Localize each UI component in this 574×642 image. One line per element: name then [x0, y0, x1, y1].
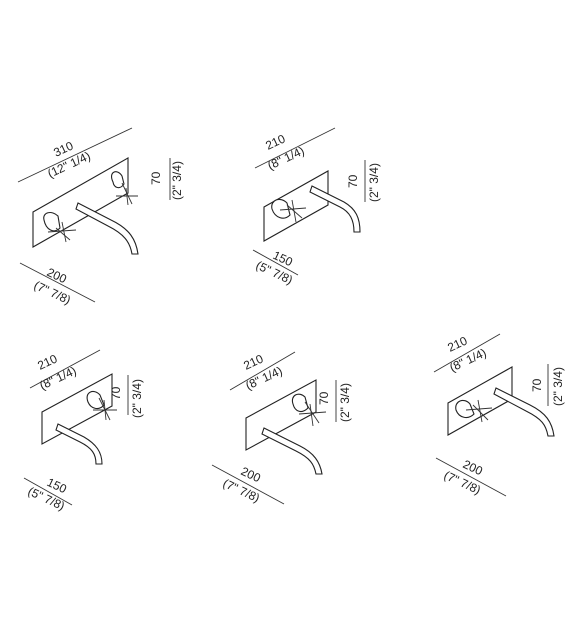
cross-handle-icon — [291, 393, 327, 427]
width-mm-label: 210 — [35, 351, 59, 372]
figure-5: 210 (8" 1/4) 70 (2" 3/4) 200 (7" 7/8) — [433, 333, 565, 497]
width-dimension-line — [254, 127, 336, 169]
width-dimension-line — [29, 349, 101, 389]
spout — [261, 427, 323, 475]
width-mm-label: 210 — [263, 131, 287, 152]
height-in-label: (2" 3/4) — [130, 379, 144, 418]
width-dimension-line — [17, 127, 133, 183]
spout — [493, 387, 555, 437]
cross-handle-icon — [43, 211, 77, 243]
depth-dimension-line — [19, 262, 96, 303]
height-mm-label: 70 — [109, 386, 123, 400]
figure-3: 210 (8" 1/4) 70 (2" 3/4) 150 (5" 7/8) — [23, 349, 144, 513]
cross-handle-icon — [271, 198, 307, 223]
height-in-label: (2" 3/4) — [551, 367, 565, 406]
depth-mm-label: 200 — [239, 464, 263, 485]
height-mm-label: 70 — [346, 174, 360, 188]
depth-in-label: (7" 7/8) — [32, 278, 73, 307]
height-in-label: (2" 3/4) — [338, 383, 352, 422]
figure-1: 310 (12" 1/4) 70 (2" 3/4) 200 (7" 7/8) — [17, 127, 184, 307]
cross-handle-icon — [455, 399, 493, 423]
width-mm-label: 210 — [241, 351, 265, 372]
cross-handle-icon — [111, 171, 138, 206]
depth-dimension-line — [252, 249, 299, 276]
height-in-label: (2" 3/4) — [367, 163, 381, 202]
height-mm-label: 70 — [530, 378, 544, 392]
figure-4: 210 (8" 1/4) 70 (2" 3/4) 200 (7" 7/8) — [211, 351, 352, 505]
figure-2: 210 (8" 1/4) 70 (2" 3/4) 150 (5" 7/8) — [252, 127, 381, 287]
spout — [309, 185, 361, 233]
cross-handle-icon — [86, 390, 117, 421]
depth-dimension-line — [435, 457, 507, 497]
spout — [55, 423, 103, 465]
height-mm-label: 70 — [149, 171, 163, 185]
wall-plate — [447, 366, 513, 436]
height-in-label: (2" 3/4) — [170, 161, 184, 200]
width-mm-label: 210 — [445, 333, 469, 354]
spout — [75, 202, 139, 255]
width-dimension-line — [229, 351, 296, 391]
height-mm-label: 70 — [317, 391, 331, 405]
width-dimension-line — [433, 333, 501, 373]
depth-dimension-line — [23, 477, 73, 506]
depth-dimension-line — [211, 464, 285, 505]
